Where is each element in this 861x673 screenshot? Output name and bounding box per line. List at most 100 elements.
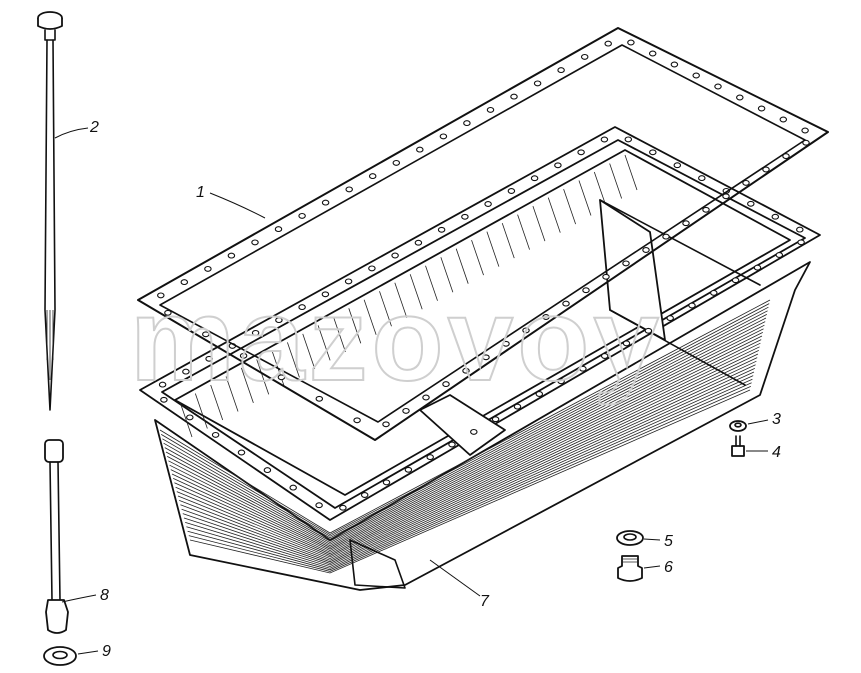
callout-8: 8	[100, 587, 109, 604]
gasket-holes	[157, 39, 810, 428]
inner-rib	[363, 299, 377, 335]
inner-rib	[348, 308, 362, 344]
inner-rib	[333, 316, 346, 352]
wall-rib	[159, 299, 771, 534]
bolt-hole	[602, 273, 610, 280]
bolt-hole	[580, 53, 589, 60]
dipstick-tube	[44, 439, 69, 634]
bolt-hole	[579, 365, 587, 372]
bolt-hole	[649, 149, 657, 156]
bolt-hole	[775, 252, 784, 258]
wall-rib	[176, 350, 759, 556]
leader-3	[747, 419, 769, 425]
bolt-hole	[796, 226, 804, 233]
dipstick-neck	[44, 29, 56, 41]
bolt-head	[731, 445, 745, 457]
bolt-hole	[627, 39, 635, 46]
washer-9-inner	[52, 650, 68, 660]
inner-rib	[241, 367, 254, 404]
bolt-hole	[360, 492, 369, 498]
inner-rib	[440, 257, 454, 293]
wall-rib	[168, 324, 765, 545]
oil-pan	[139, 126, 821, 591]
inner-rib	[563, 188, 576, 225]
bolt-hole	[368, 173, 377, 180]
bolt-hole	[662, 233, 670, 240]
gasket	[137, 27, 829, 441]
bolt-hole	[202, 331, 210, 338]
drain-plug-6	[617, 555, 643, 582]
bolt-hole	[315, 502, 323, 509]
bolt-hole	[722, 193, 730, 200]
bolt-hole	[414, 239, 423, 246]
wall-rib	[188, 386, 751, 572]
inner-rib	[379, 291, 392, 327]
bolt-hole	[736, 94, 744, 101]
tube-top-fitting	[44, 439, 64, 463]
bolt-hole	[404, 466, 413, 473]
pan-baffle-front	[419, 394, 506, 456]
wall-rib	[189, 389, 751, 574]
bolt-hole	[762, 166, 770, 173]
bolt-hole	[622, 340, 631, 347]
inner-rib	[225, 376, 239, 412]
bolt-hole	[158, 381, 167, 388]
inner-rib	[593, 171, 607, 208]
bolt-hole	[622, 260, 630, 267]
bolt-hole	[442, 381, 450, 388]
dipstick	[37, 11, 63, 411]
callout-9: 9	[102, 643, 111, 660]
bolt-hole	[522, 327, 530, 334]
callout-6: 6	[664, 559, 673, 576]
bolt-hole	[600, 136, 609, 143]
bolt-hole	[533, 80, 542, 87]
bolt-hole	[439, 133, 448, 140]
wall-rib	[187, 382, 752, 571]
bolt-hole	[339, 504, 347, 511]
bolt-hole	[482, 354, 490, 361]
wall-rib	[162, 306, 769, 537]
wall-rib	[171, 335, 763, 550]
leader-2	[54, 127, 89, 139]
wall-rib	[167, 321, 766, 544]
bolt-hole	[682, 220, 690, 227]
wall-rib	[181, 364, 756, 563]
bolt-hole	[321, 199, 330, 206]
wall-rib	[175, 346, 760, 555]
bolt-hole	[666, 315, 674, 322]
drain-washer-inner	[623, 533, 637, 541]
bolt-hole	[510, 93, 518, 100]
bolt-hole	[274, 226, 283, 233]
inner-rib	[425, 265, 438, 301]
bolt-hole	[277, 374, 286, 381]
bolt-hole	[164, 309, 172, 316]
inner-rib	[532, 205, 546, 242]
callout-5: 5	[664, 533, 673, 550]
gasket-outer	[137, 27, 829, 441]
wall-rib	[160, 303, 770, 536]
bolt-hole	[461, 213, 469, 220]
bolt-hole	[582, 287, 590, 294]
lock-washer-inner	[734, 422, 742, 428]
bolt-hole	[802, 139, 810, 146]
bolt-hole	[237, 449, 246, 456]
leader-1	[209, 192, 266, 219]
bolt-hole	[779, 116, 788, 123]
bolt-hole	[345, 186, 353, 193]
wall-rib	[186, 378, 753, 569]
inner-rib	[210, 384, 224, 421]
bolt-hole	[698, 175, 706, 182]
leader-6	[643, 565, 661, 569]
callout-4: 4	[772, 444, 781, 461]
dipstick-cap-body	[37, 18, 63, 30]
drain-plug-body	[617, 555, 643, 582]
bolt-hole	[426, 454, 434, 461]
drain-washer-outer	[616, 530, 644, 546]
callout-7: 7	[480, 593, 490, 610]
pan-flange-holes	[158, 136, 805, 511]
bolt-hole	[692, 72, 700, 79]
bolt-hole	[251, 329, 260, 336]
bolt-hole	[382, 479, 391, 486]
bolt-hole	[298, 304, 306, 311]
bolt-hole	[186, 414, 194, 421]
